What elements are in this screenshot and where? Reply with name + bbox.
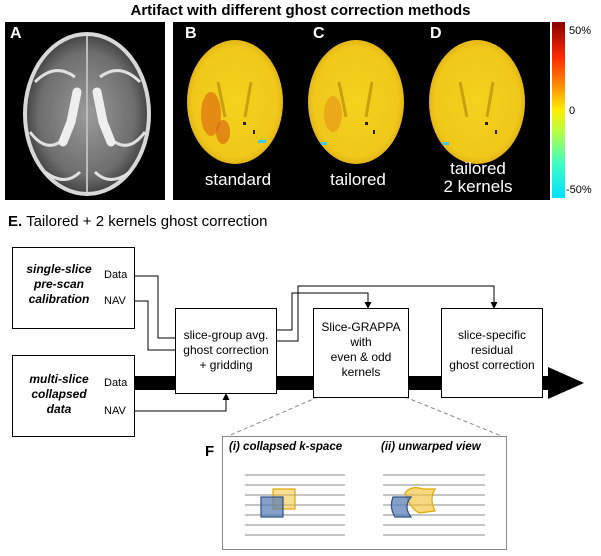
multi-slice-line3: data xyxy=(46,402,72,416)
brain-anatomy-image xyxy=(23,32,151,196)
map-tailored-2-kernels xyxy=(429,40,525,164)
box-slice-group-correction xyxy=(175,308,277,394)
box-multi-slice-data xyxy=(12,355,135,437)
colorbar xyxy=(552,22,565,198)
grappa-line1: Slice-GRAPPA xyxy=(321,320,401,334)
section-e-heading: E. Tailored + 2 kernels ghost correction xyxy=(8,213,267,230)
figure-title: Artifact with different ghost correction… xyxy=(130,2,471,19)
grappa-line3: even & odd xyxy=(330,350,392,364)
colorbar-bottom-label: -50% xyxy=(566,184,592,196)
multi-slice-line2: collapsed xyxy=(31,387,87,401)
multi-slice-nav-port: NAV xyxy=(104,405,126,417)
section-e-letter: E. xyxy=(8,213,23,230)
single-slice-line1: single-slice xyxy=(26,262,92,276)
panel-d-label: D xyxy=(430,25,442,42)
single-slice-line2: pre-scan xyxy=(33,277,85,291)
yellow-shape-unwarped xyxy=(404,487,437,514)
main-arrow-head xyxy=(548,367,584,399)
ghost-maps xyxy=(187,40,525,164)
box-single-slice-calibration xyxy=(12,247,135,329)
single-slice-line3: calibration xyxy=(28,292,90,306)
single-slice-data-port: Data xyxy=(104,269,128,281)
panel-b-label: B xyxy=(185,25,197,42)
group-line3: + gridding xyxy=(199,358,253,372)
f-left-title: (i) collapsed k-space xyxy=(229,441,343,453)
colorbar-mid-label: 0 xyxy=(569,105,576,117)
caption-standard: standard xyxy=(204,170,272,189)
group-line1: slice-group avg. xyxy=(183,328,269,342)
panel-f: (i) collapsed k-space (ii) unwarped view xyxy=(222,436,507,550)
group-line2: ghost correction xyxy=(183,343,269,357)
f-kspace-illustration xyxy=(245,474,485,536)
specific-line2: residual xyxy=(470,343,514,357)
f-right-title: (ii) unwarped view xyxy=(381,441,481,453)
multi-slice-data-port: Data xyxy=(104,377,128,389)
panel-a: A xyxy=(5,22,165,200)
multi-slice-line1: multi-slice xyxy=(29,372,89,386)
specific-line1: slice-specific xyxy=(457,328,526,342)
section-e-text: Tailored + 2 kernels ghost correction xyxy=(26,213,268,230)
panel-bcd: B C D standard tailored tailored 2 kerne… xyxy=(173,22,550,200)
section-f-letter: F xyxy=(205,443,215,460)
blue-shape-unwarped xyxy=(390,496,413,518)
box-slice-specific-correction xyxy=(441,308,543,398)
panel-a-label: A xyxy=(10,25,22,42)
box-slice-grappa xyxy=(313,308,409,398)
specific-line3: ghost correction xyxy=(449,358,535,372)
colorbar-top-label: 50% xyxy=(569,25,592,37)
caption-tailored: tailored xyxy=(330,170,386,189)
blue-square-collapsed xyxy=(260,496,284,518)
grappa-line2: with xyxy=(350,335,372,349)
panel-c-label: C xyxy=(313,25,325,42)
grappa-line4: kernels xyxy=(341,365,381,379)
caption-tailored-line1: tailored xyxy=(450,159,506,178)
map-tailored xyxy=(308,40,404,164)
single-slice-nav-port: NAV xyxy=(104,295,126,307)
caption-2-kernels: 2 kernels xyxy=(443,177,513,196)
